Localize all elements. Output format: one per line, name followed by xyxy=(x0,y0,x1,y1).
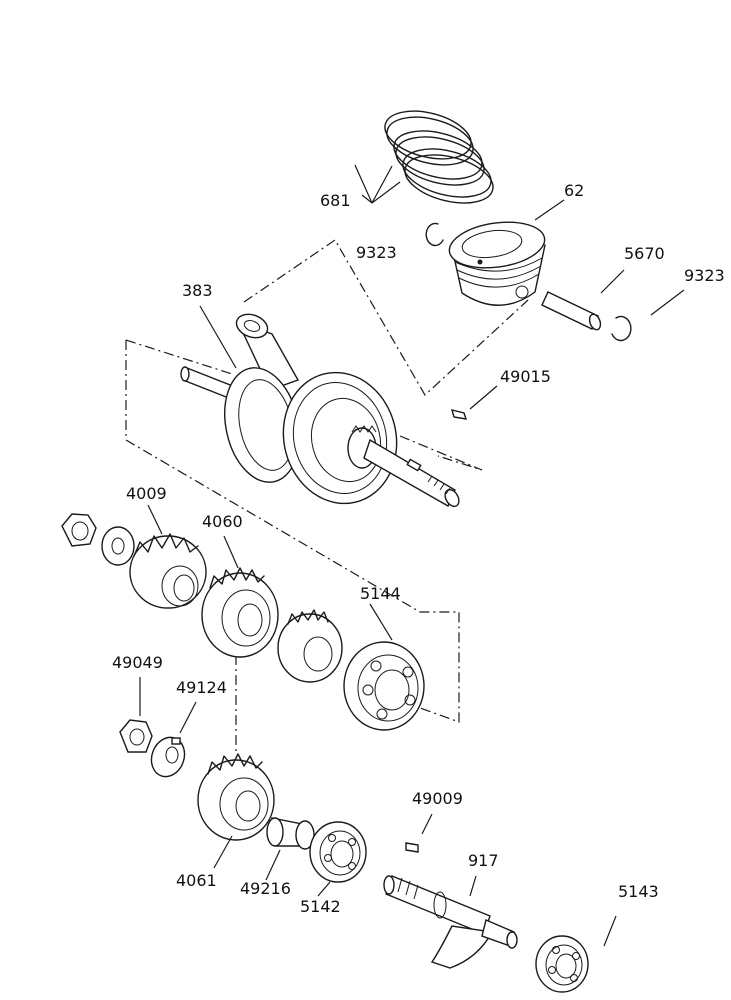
label-4060: 4060 xyxy=(202,512,243,531)
label-5143: 5143 xyxy=(618,882,659,901)
balancer-shaft-drawing xyxy=(383,875,518,969)
balancer-key-drawing xyxy=(405,842,419,853)
label-49124: 49124 xyxy=(176,678,227,697)
collar-drawing xyxy=(266,817,315,850)
leader-681 xyxy=(354,164,401,204)
washer-drawing xyxy=(150,736,186,778)
woodruff-key-drawing xyxy=(450,409,468,420)
label-5670: 5670 xyxy=(624,244,665,263)
balancer-bearing-right-drawing xyxy=(535,935,589,993)
circlip-left-drawing xyxy=(425,222,444,247)
label-917: 917 xyxy=(468,851,499,870)
label-49009: 49009 xyxy=(412,789,463,808)
piston-rings-drawing xyxy=(384,110,494,204)
circlip-right-drawing xyxy=(611,315,632,342)
label-5144: 5144 xyxy=(360,584,401,603)
balancer-gear-drawing xyxy=(197,753,275,841)
primary-gear-drawing xyxy=(61,513,207,609)
timing-gear-drawing xyxy=(201,567,279,658)
balancer-bearing-left-drawing xyxy=(309,821,367,883)
assembly-guide-lines xyxy=(125,239,529,755)
label-681: 681 xyxy=(320,191,351,210)
label-9323-right: 9323 xyxy=(684,266,725,285)
piston-drawing xyxy=(448,221,546,306)
label-5142: 5142 xyxy=(300,897,341,916)
crankshaft-drawing xyxy=(180,313,460,508)
label-9323-left: 9323 xyxy=(356,243,397,262)
label-49216: 49216 xyxy=(240,879,291,898)
label-4009: 4009 xyxy=(126,484,167,503)
label-49015: 49015 xyxy=(500,367,551,386)
label-49049: 49049 xyxy=(112,653,163,672)
nut-drawing xyxy=(119,719,153,753)
piston-pin-drawing xyxy=(541,291,602,331)
drive-sprocket-drawing xyxy=(277,609,343,683)
crank-bearing-drawing xyxy=(343,641,425,731)
label-62: 62 xyxy=(564,181,584,200)
label-4061: 4061 xyxy=(176,871,217,890)
label-383: 383 xyxy=(182,281,213,300)
